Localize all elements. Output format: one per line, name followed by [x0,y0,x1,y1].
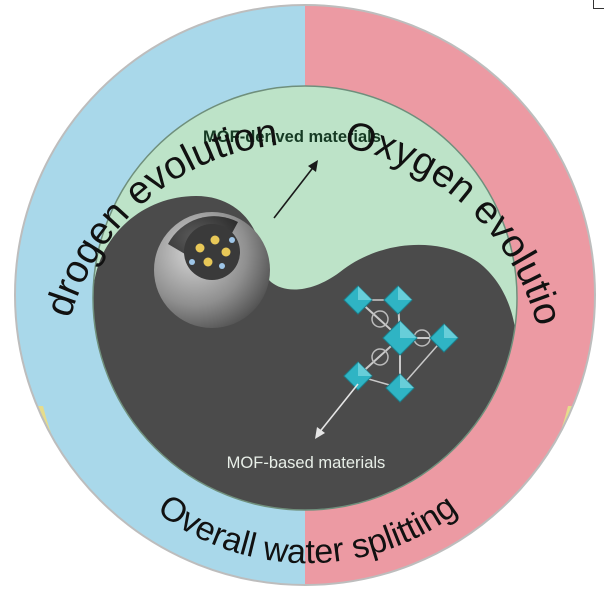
octahedron-facet [444,324,458,338]
mof-derived-label: MOF-derived materials [203,128,381,146]
arrow-to-derived-label [273,160,318,219]
octahedron-facet [358,286,372,300]
arrow-to-based-label [315,383,359,439]
octahedron-facet [398,286,412,300]
corner-bracket-icon [593,0,604,9]
octahedron-facet [358,362,372,376]
octahedron-facet [400,374,414,388]
outer-ring-border [14,4,596,586]
mof-framework-icon [343,285,459,403]
mof-based-label: MOF-based materials [227,454,386,472]
core-shell-sphere-icon [154,212,270,328]
inner-disc-border [92,85,518,511]
octahedron-facet [400,321,417,338]
